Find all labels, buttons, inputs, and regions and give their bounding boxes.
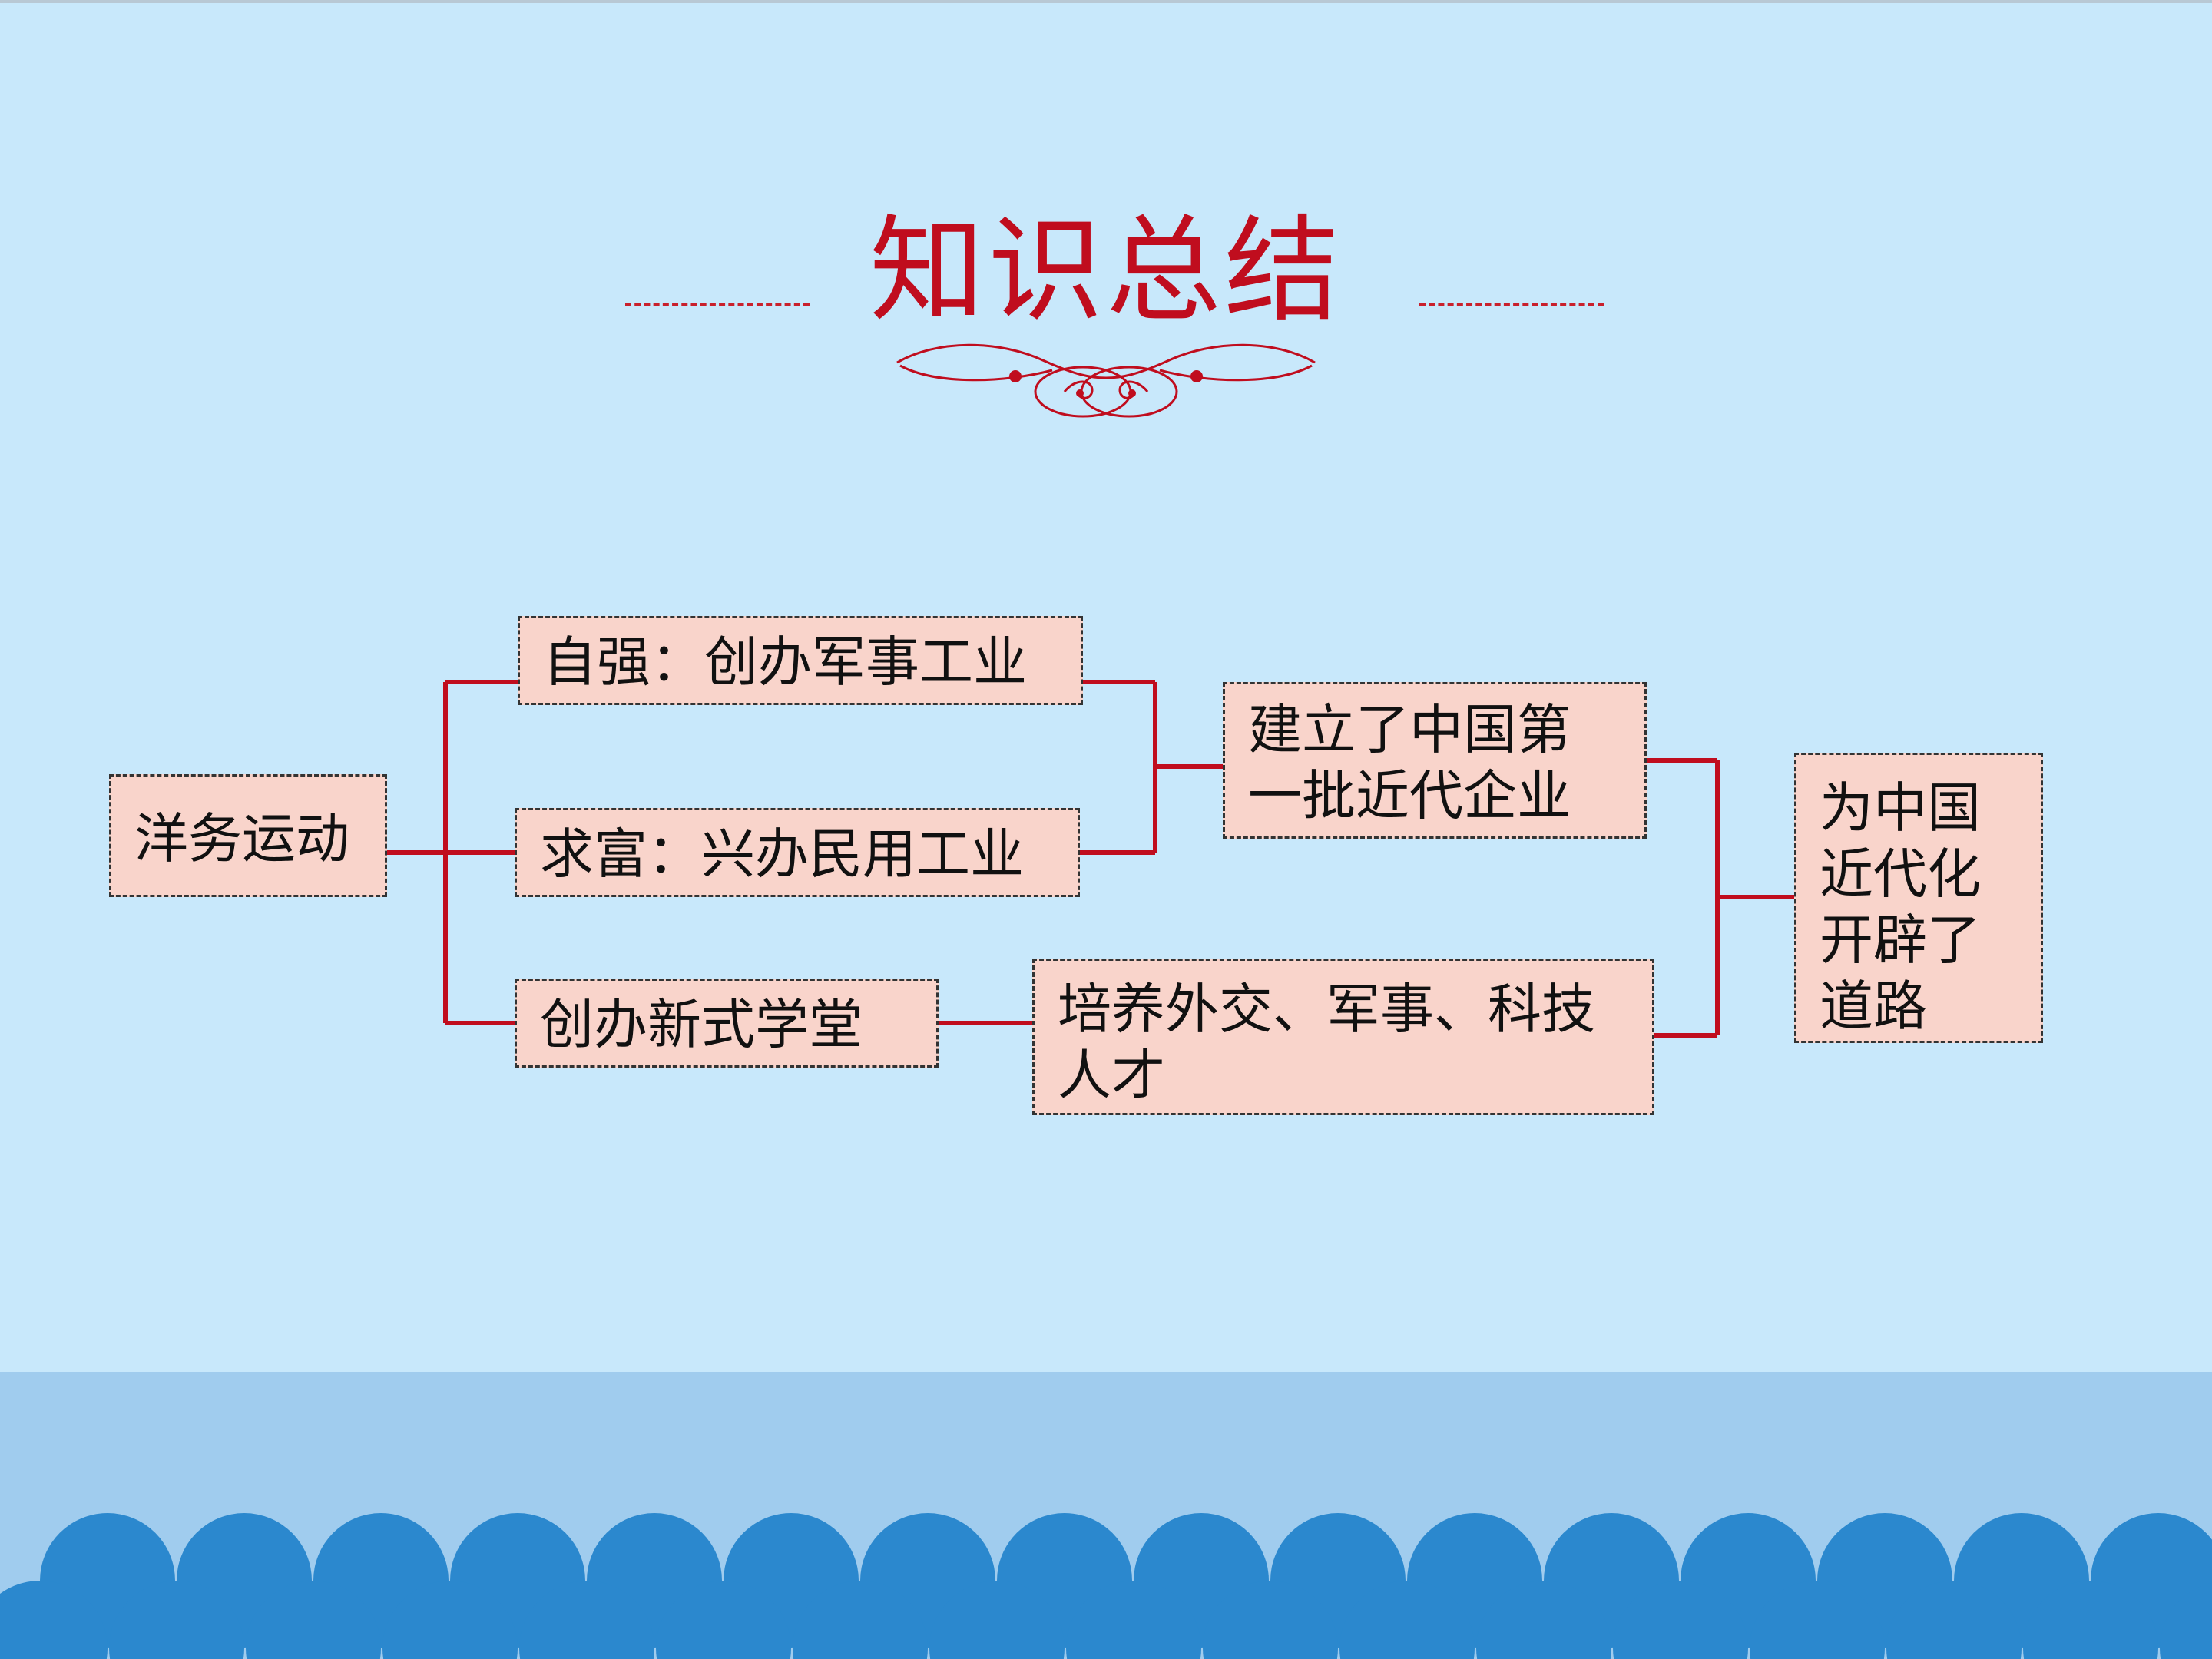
flourish-ornament-icon — [896, 343, 1316, 418]
node-self-strengthening: 自强：创办军事工业 — [518, 616, 1083, 705]
wave-scallop — [656, 1581, 791, 1659]
wave-scallop — [1066, 1581, 1201, 1659]
page-title: 知识总结 — [869, 204, 1343, 338]
wave-decoration-icon — [0, 1513, 2212, 1659]
node-root: 洋务运动 — [109, 774, 387, 897]
wave-scallop — [1750, 1581, 1885, 1659]
node-first-enterprises: 建立了中国第一批近代企业 — [1223, 682, 1647, 839]
wave-scallop — [1203, 1581, 1338, 1659]
wave-scallop — [519, 1581, 654, 1659]
node-result: 为中国近代化开辟了道路 — [1794, 753, 2043, 1043]
node-new-schools: 创办新式学堂 — [515, 979, 939, 1068]
top-border — [0, 0, 2212, 3]
wave-scallop — [929, 1581, 1065, 1659]
wave-scallop — [246, 1581, 381, 1659]
wave-scallop — [0, 1581, 108, 1659]
node-train-talent: 培养外交、军事、科技人才 — [1032, 959, 1654, 1115]
wave-scallop — [1476, 1581, 1611, 1659]
title-dash-right — [1419, 303, 1604, 306]
wave-scallop — [1613, 1581, 1748, 1659]
wave-scallop — [2160, 1582, 2212, 1659]
wave-scallop — [382, 1581, 518, 1659]
node-seek-wealth: 求富：兴办民用工业 — [515, 808, 1080, 897]
wave-scallop — [1886, 1581, 2022, 1659]
wave-scallop — [793, 1581, 928, 1659]
wave-scallop — [109, 1581, 244, 1659]
wave-scallop — [2023, 1581, 2158, 1659]
wave-scallop — [1339, 1581, 1475, 1659]
title-dash-left — [625, 303, 810, 306]
